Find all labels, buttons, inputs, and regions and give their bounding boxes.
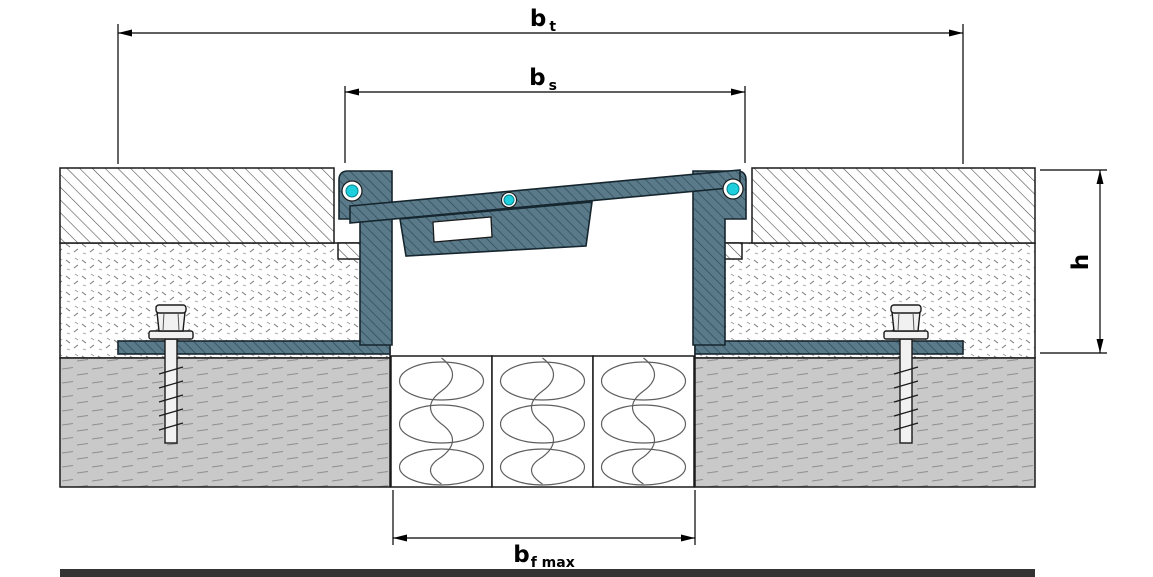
cover-plate-bracket <box>399 201 593 257</box>
screw-threads <box>893 366 919 431</box>
gasket-oring <box>345 184 359 198</box>
pivot-dot <box>503 194 515 206</box>
dimension-h: h <box>1040 169 1107 354</box>
arrow-left <box>393 534 407 542</box>
screw-hex-head <box>891 311 921 332</box>
insulation-strip <box>592 355 695 488</box>
arrow-right <box>949 29 963 37</box>
left-gasket <box>341 180 363 202</box>
dimension-label-h: h <box>1068 254 1094 270</box>
screw-head-cap <box>155 304 187 314</box>
screed-layer-right <box>751 167 1036 244</box>
dimension-bf-max: bf max <box>392 490 696 571</box>
mortar-layer-left <box>59 242 391 359</box>
arrow-right <box>681 534 695 542</box>
arrow-top <box>1096 170 1104 184</box>
arrow-bottom <box>1096 339 1104 353</box>
concrete-slab-left <box>59 357 391 488</box>
screw-threads <box>158 366 184 431</box>
right-gasket <box>722 178 744 200</box>
dimension-label-bf-max: bf max <box>513 542 575 571</box>
arrow-right <box>731 88 745 96</box>
left-frame-flange <box>117 340 391 355</box>
screw-washer <box>148 330 194 340</box>
right-frame-profile <box>692 170 747 346</box>
concrete-slab-right <box>694 357 1036 488</box>
arrow-left <box>345 88 359 96</box>
right-frame-flange <box>694 340 964 355</box>
screed-layer-left <box>59 167 335 244</box>
drawing-bottom-edge <box>60 569 1035 577</box>
screed-layers <box>59 167 1036 260</box>
bracket-slot <box>432 216 493 243</box>
mortar-layer-right <box>694 242 1036 359</box>
mortar-bed-layers <box>59 242 1036 359</box>
anchor-screw-right <box>883 304 929 444</box>
arrow-left <box>118 29 132 37</box>
joint-profile <box>117 169 964 355</box>
insulation-strip <box>491 355 594 488</box>
anchor-screw-left <box>148 304 194 444</box>
joint-insulation <box>390 355 695 488</box>
mineral-wool-loops <box>398 357 687 486</box>
screw-hex-head <box>156 311 186 332</box>
gasket-oring <box>726 182 740 196</box>
concrete-slabs <box>59 357 1036 488</box>
screw-head-cap <box>890 304 922 314</box>
plate-pivot <box>500 191 518 209</box>
insulation-strip <box>390 355 493 488</box>
screw-washer <box>883 330 929 340</box>
